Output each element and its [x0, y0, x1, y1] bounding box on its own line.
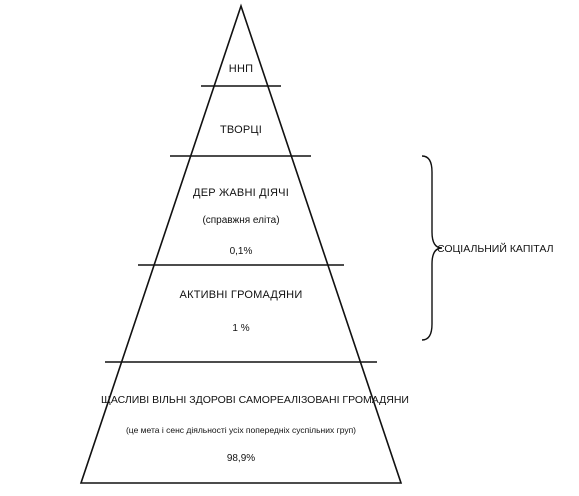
- level-2-title: ТВОРЦІ: [220, 124, 262, 136]
- social-capital-label: СОЦІАЛЬНИЙ КАПІТАЛ: [437, 243, 554, 255]
- level-1-title: ННП: [228, 63, 254, 75]
- level-4-share: 1 %: [232, 323, 250, 334]
- social-capital-brace: [421, 155, 443, 341]
- level-3-share: 0,1%: [229, 246, 253, 257]
- level-5-share: 98,9%: [226, 453, 256, 464]
- level-4-title: АКТИВНІ ГРОМАДЯНИ: [179, 289, 303, 301]
- level-3-subtitle: (справжня еліта): [202, 215, 280, 226]
- pyramid-outline: [79, 3, 403, 484]
- level-5-subtitle: (це мета і сенс діяльності усіх попередн…: [125, 425, 357, 435]
- level-3-title: ДЕР ЖАВНІ ДІЯЧІ: [193, 187, 289, 199]
- level-5-title: ЩАСЛИВІ ВІЛЬНІ ЗДОРОВІ САМОРЕАЛІЗОВАНІ Г…: [101, 394, 409, 406]
